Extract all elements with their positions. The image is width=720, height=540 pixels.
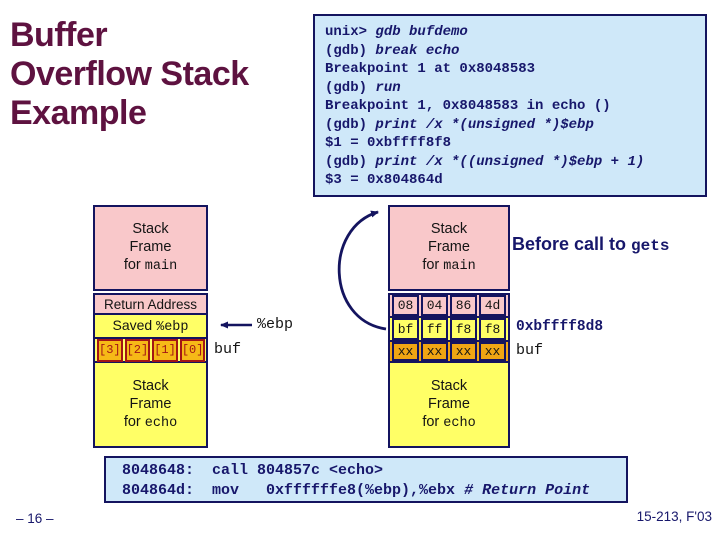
saved-word: Saved — [112, 317, 157, 333]
byte-cell: f8 — [450, 318, 477, 340]
frame-text: for main — [422, 256, 475, 276]
title-line: Overflow Stack — [10, 55, 249, 93]
before-call-caption: Before call to gets — [512, 234, 669, 255]
frame-text: Frame — [428, 239, 470, 255]
buf-byte-cell: [1] — [152, 338, 178, 362]
gdb-command-text: print /x *(unsigned *)$ebp — [375, 116, 594, 133]
frame-text: for echo — [422, 413, 475, 433]
byte-cell: 4d — [479, 295, 506, 316]
gdb-line: (gdb) run — [325, 79, 695, 98]
buf-label-right: buf — [516, 342, 544, 359]
saved-ebp-box: Saved %ebp — [93, 313, 208, 339]
frame-for-word: for — [422, 257, 444, 273]
gdb-output-text: Breakpoint 1 at 0x8048583 — [325, 61, 536, 77]
frame-function-name: main — [443, 259, 476, 274]
stack-diagram-values: Stack Frame for main 08 04 86 4d bf ff f… — [388, 205, 510, 448]
frame-text: for main — [124, 256, 177, 276]
asm-comment: # Return Point — [464, 482, 591, 499]
gdb-output-text: (gdb) — [325, 42, 376, 59]
main-stack-frame-box: Stack Frame for main — [388, 205, 510, 291]
frame-text: for echo — [124, 413, 177, 433]
caption-text: Before call to — [512, 234, 632, 254]
byte-cell: xx — [479, 342, 506, 361]
frame-function-name: echo — [443, 415, 476, 431]
gdb-output-text: unix> — [325, 24, 376, 40]
slide-title: Buffer Overflow Stack Example — [10, 16, 320, 133]
gdb-output-text: (gdb) — [325, 116, 376, 133]
gdb-line: $3 = 0x804864d — [325, 171, 695, 190]
title-line: Example — [10, 94, 147, 132]
saved-ebp-address-label: 0xbffff8d8 — [516, 319, 604, 335]
frame-text: Stack — [132, 221, 169, 237]
gdb-output-text: $3 = 0x804864d — [325, 172, 443, 188]
byte-cell: 86 — [450, 295, 477, 316]
buf-byte-cell: [3] — [97, 338, 123, 362]
gdb-command-text: run — [375, 79, 401, 96]
frame-text: Frame — [129, 395, 172, 412]
byte-cell: 08 — [392, 295, 419, 316]
saved-ebp-bytes-row: bf ff f8 f8 — [388, 316, 510, 342]
buf-label-left: buf — [214, 341, 242, 358]
echo-stack-frame-box: Stack Frame for echo — [388, 361, 510, 448]
ebp-register-text: %ebp — [156, 320, 189, 335]
buf-row: [3] [2] [1] [0] — [93, 337, 208, 363]
gdb-line: (gdb) print /x *(unsigned *)$ebp — [325, 116, 695, 135]
asm-code-box: 8048648: call 804857c <echo> 804864d: mo… — [104, 456, 628, 503]
frame-for-word: for — [123, 413, 145, 430]
asm-instruction: 804864d: mov 0xffffffe8(%ebp),%ebx — [122, 482, 465, 499]
course-footer: 15-213, F'03 — [636, 509, 712, 524]
frame-text: Stack — [132, 377, 169, 394]
page-number: – 16 – — [16, 511, 54, 526]
stack-diagram-before: Stack Frame for main Return Address Save… — [93, 205, 208, 448]
gdb-output-text: (gdb) — [325, 79, 376, 96]
return-address-bytes-row: 08 04 86 4d — [388, 293, 510, 318]
frame-text: Stack — [430, 221, 468, 237]
gdb-output-text: Breakpoint 1, 0x8048583 in echo () — [325, 98, 611, 114]
gdb-command-text: gdb bufdemo — [375, 24, 468, 40]
asm-line: 804864d: mov 0xffffffe8(%ebp),%ebx # Ret… — [122, 481, 626, 501]
gdb-line: $1 = 0xbffff8f8 — [325, 134, 695, 153]
byte-cell: 04 — [421, 295, 448, 316]
frame-function-name: echo — [144, 415, 178, 431]
gdb-output-text: $1 = 0xbffff8f8 — [325, 135, 452, 151]
byte-cell: xx — [392, 342, 419, 361]
frame-for-word: for — [123, 257, 145, 273]
gdb-line: unix> gdb bufdemo — [325, 23, 695, 42]
frame-text: Stack — [430, 377, 468, 394]
gdb-line: Breakpoint 1, 0x8048583 in echo () — [325, 97, 695, 116]
byte-cell: bf — [392, 318, 419, 340]
byte-cell: xx — [450, 342, 477, 361]
asm-instruction: 8048648: call 804857c <echo> — [122, 462, 384, 479]
asm-line: 8048648: call 804857c <echo> — [122, 461, 626, 481]
return-address-box: Return Address — [93, 293, 208, 315]
return-address-label: Return Address — [103, 296, 198, 312]
title-line: Buffer — [10, 16, 108, 54]
frame-for-word: for — [422, 413, 444, 430]
gdb-command-text: break echo — [375, 42, 460, 59]
gdb-command-text: print /x *((unsigned *)$ebp + 1) — [375, 153, 645, 170]
echo-stack-frame-box: Stack Frame for echo — [93, 361, 208, 448]
frame-text: Frame — [129, 239, 172, 255]
byte-cell: f8 — [479, 318, 506, 340]
buf-bytes-row: xx xx xx xx — [388, 340, 510, 363]
frame-text: Frame — [428, 395, 470, 412]
byte-cell: ff — [421, 318, 448, 340]
byte-cell: xx — [421, 342, 448, 361]
ebp-pointer-label: %ebp — [257, 316, 294, 333]
gdb-output-text: (gdb) — [325, 153, 376, 170]
main-stack-frame-box: Stack Frame for main — [93, 205, 208, 291]
gdb-console-box: unix> gdb bufdemo (gdb) break echo Break… — [313, 14, 707, 197]
saved-ebp-to-main-arrow — [337, 210, 387, 331]
gdb-line: (gdb) print /x *((unsigned *)$ebp + 1) — [325, 153, 695, 172]
saved-ebp-label: Saved %ebp — [113, 317, 189, 335]
gdb-line: Breakpoint 1 at 0x8048583 — [325, 60, 695, 79]
caption-function-name: gets — [631, 237, 670, 255]
buf-byte-cell: [0] — [179, 338, 206, 362]
buf-byte-cell: [2] — [124, 338, 151, 362]
frame-function-name: main — [144, 259, 178, 274]
gdb-line: (gdb) break echo — [325, 42, 695, 61]
